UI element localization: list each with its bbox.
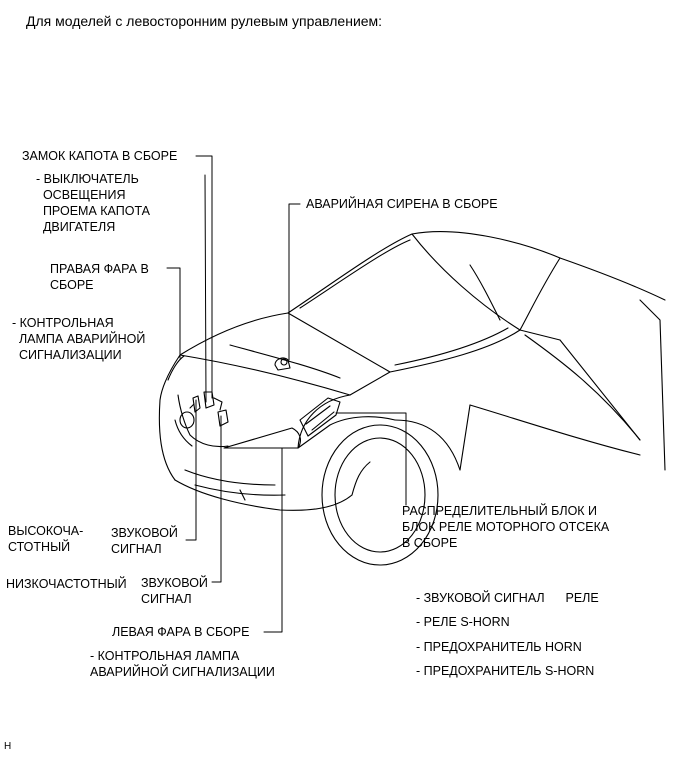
label-left-hazard: - КОНТРОЛЬНАЯ ЛАМПА АВАРИЙНОЙ СИГНАЛИЗАЦ… — [90, 649, 275, 679]
label-right-hazard: - КОНТРОЛЬНАЯ ЛАМПА АВАРИЙНОЙ СИГНАЛИЗАЦ… — [12, 316, 146, 362]
label-right-headlamp: ПРАВАЯ ФАРА В СБОРЕ — [50, 262, 149, 292]
label-horn-fuse: - ПРЕДОХРАНИТЕЛЬ HORN — [416, 640, 582, 654]
label-s-horn-relay: - РЕЛЕ S-HORN — [416, 615, 510, 629]
label-relay-block: РАСПРЕДЕЛИТЕЛЬНЫЙ БЛОК И БЛОК РЕЛЕ МОТОР… — [402, 504, 610, 550]
label-alarm-siren: АВАРИЙНАЯ СИРЕНА В СБОРЕ — [306, 197, 498, 211]
label-hood-lock: ЗАМОК КАПОТА В СБОРЕ — [22, 149, 178, 163]
footer-code: H — [4, 741, 12, 752]
label-horn-low: ЗВУКОВОЙ СИГНАЛ — [141, 576, 208, 606]
label-low-pitch: НИЗКОЧАСТОТНЫЙ — [6, 577, 127, 591]
horn-high-symbol — [190, 396, 200, 412]
label-s-horn-fuse: - ПРЕДОХРАНИТЕЛЬ S-HORN — [416, 664, 595, 678]
label-horn-relay: - ЗВУКОВОЙ СИГНАЛ РЕЛЕ — [416, 591, 599, 605]
label-left-headlamp: ЛЕВАЯ ФАРА В СБОРЕ — [112, 625, 250, 639]
hood-lock-symbol — [204, 392, 222, 410]
label-horn-high: ЗВУКОВОЙ СИГНАЛ — [111, 526, 178, 556]
label-hood-switch: - ВЫКЛЮЧАТЕЛЬ ОСВЕЩЕНИЯ ПРОЕМА КАПОТА ДВ… — [36, 172, 151, 234]
horn-low-symbol — [218, 410, 228, 426]
page-header: Для моделей с левосторонним рулевым упра… — [26, 13, 383, 29]
leader-lines — [167, 156, 406, 632]
label-high-pitch: ВЫСОКОЧА- СТОТНЫЙ — [8, 524, 84, 554]
alarm-siren-symbol — [275, 358, 290, 370]
car-outline — [159, 232, 665, 565]
